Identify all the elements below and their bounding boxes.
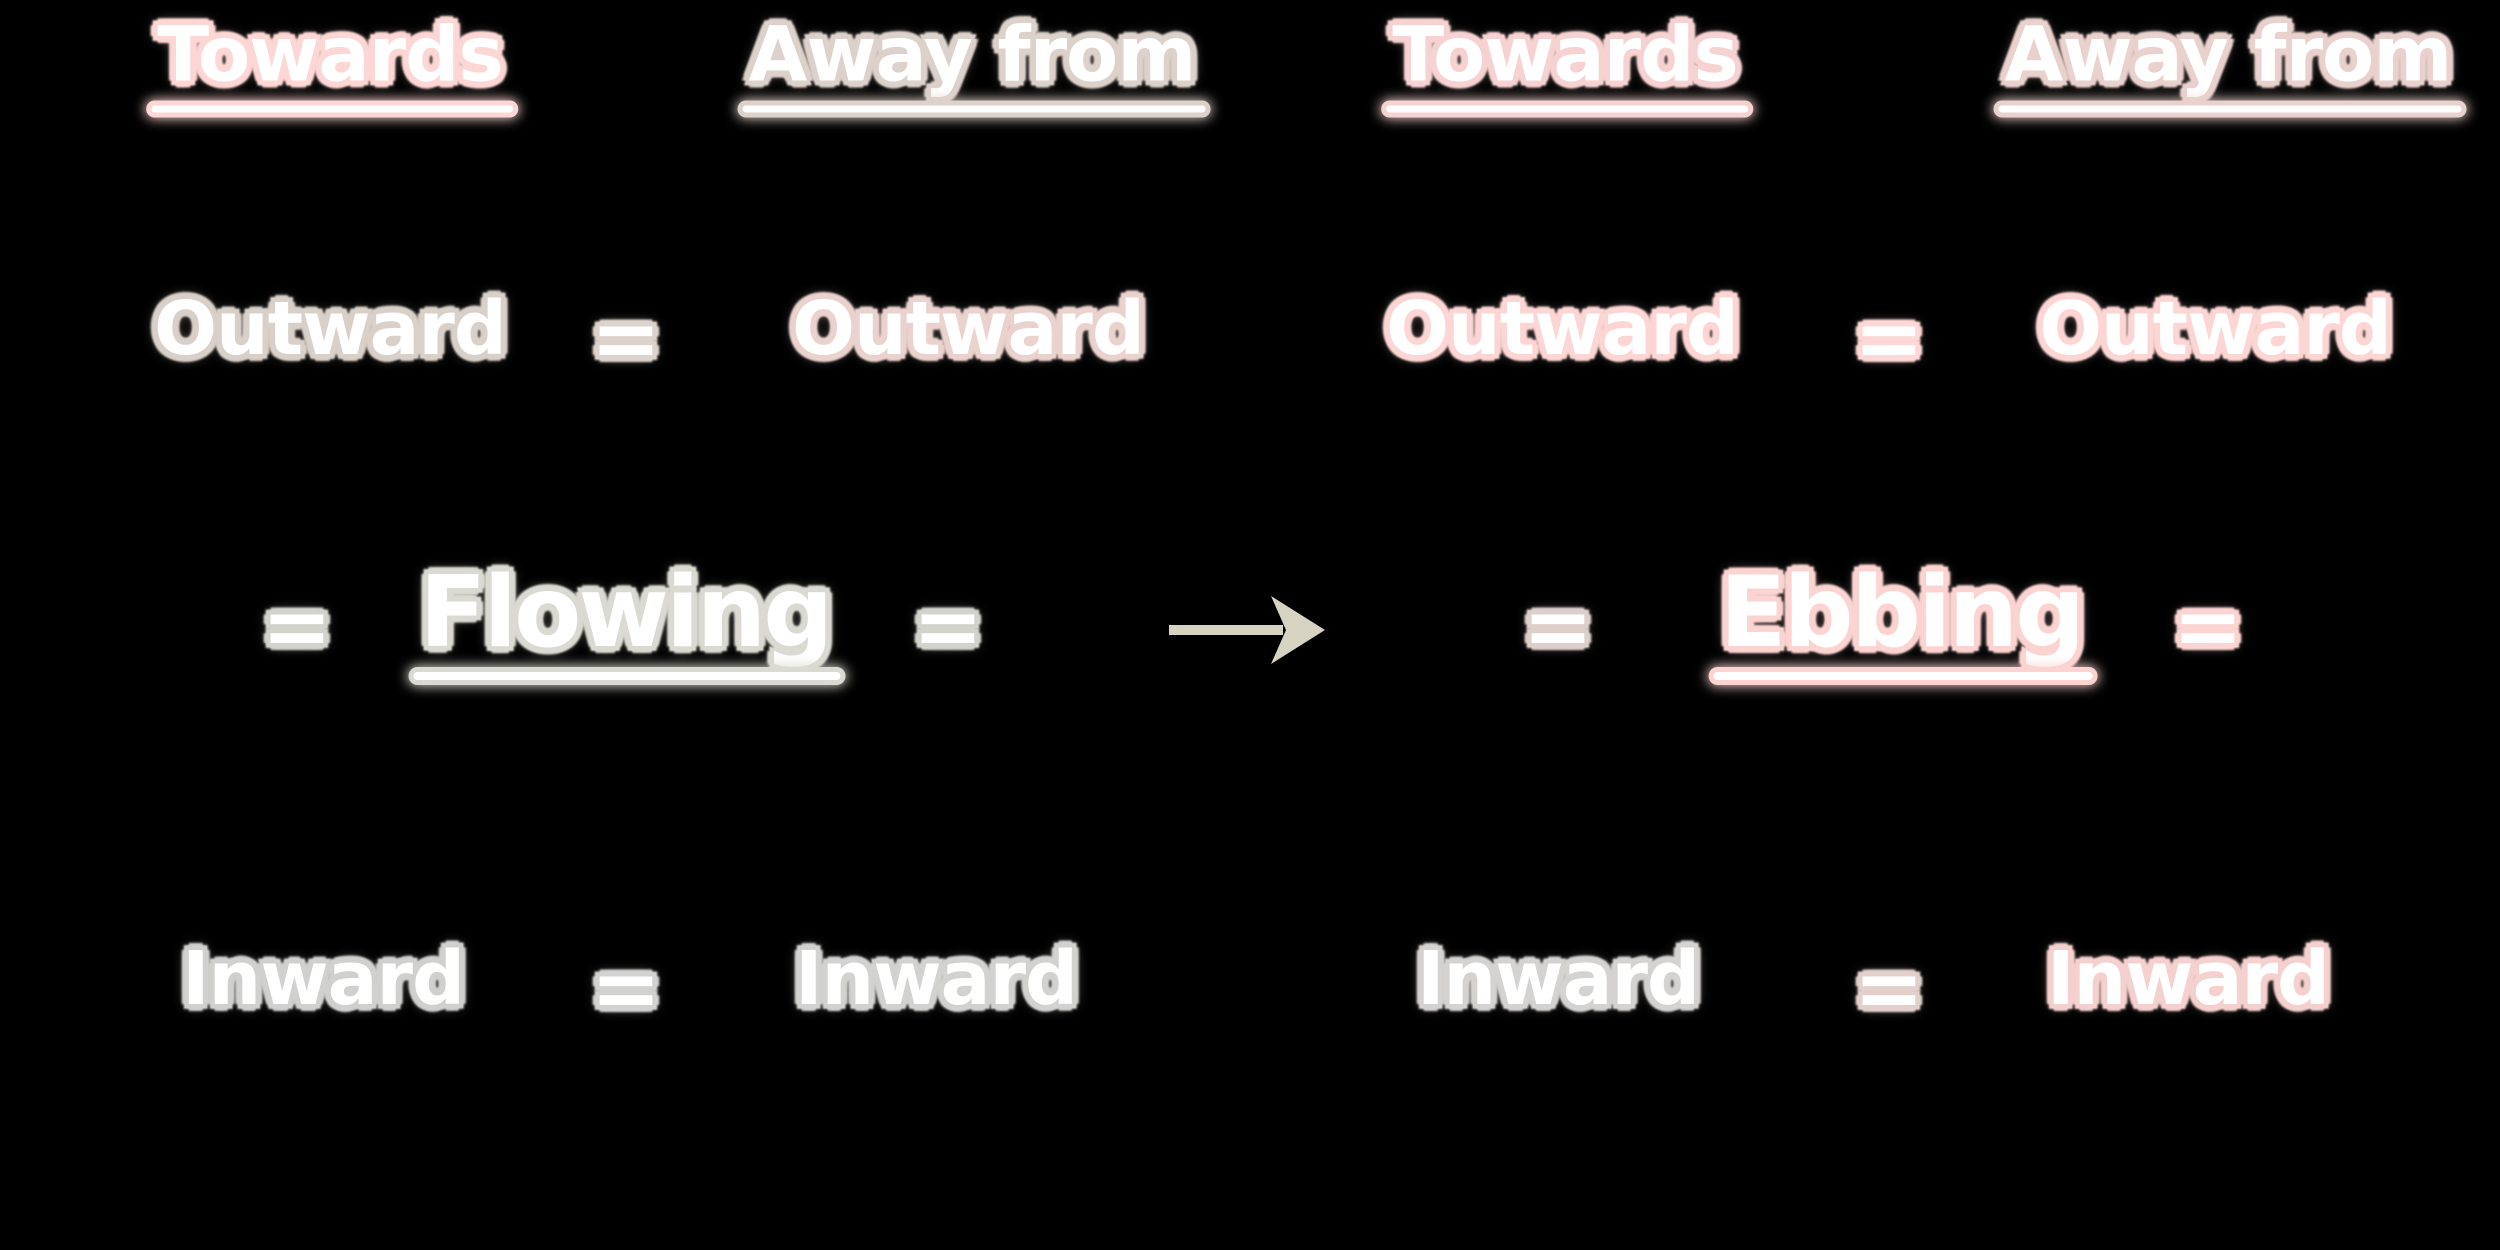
ebbing-outward-equals: = [1853, 289, 1925, 387]
flowing-inward-towards: Inward [182, 936, 465, 1022]
right-arrow-icon [1169, 596, 1325, 664]
ebbing-inward-away: Inward [2047, 936, 2330, 1022]
flowing-header-towards: Towards [151, 9, 513, 113]
ebbing-state-label: Ebbing [1713, 556, 2093, 680]
ebbing-inward-towards: Inward [1417, 936, 1700, 1022]
ebbing-center-equals-right: = [2172, 577, 2244, 675]
ebbing-center-equals-left: = [1522, 577, 1594, 675]
flowing-center-equals-right: = [912, 577, 984, 675]
flowing-header-away-from: Away from [742, 9, 1206, 113]
ebbing-header-towards: Towards [1386, 9, 1748, 113]
ebbing-inward-equals: = [1853, 939, 1925, 1037]
flowing-inward-equals: = [590, 939, 662, 1037]
ebbing-header-away-from: Away from [1998, 9, 2462, 113]
flowing-outward-towards: Outward [154, 286, 507, 372]
flowing-inward-away: Inward [795, 936, 1078, 1022]
flowing-outward-away: Outward [792, 286, 1145, 372]
flowing-center-equals-left: = [261, 577, 333, 675]
ebbing-outward-towards: Outward [1386, 286, 1739, 372]
flowing-state-label: Flowing [413, 556, 841, 680]
ebbing-outward-away: Outward [2039, 286, 2392, 372]
flowing-outward-equals: = [590, 289, 662, 387]
